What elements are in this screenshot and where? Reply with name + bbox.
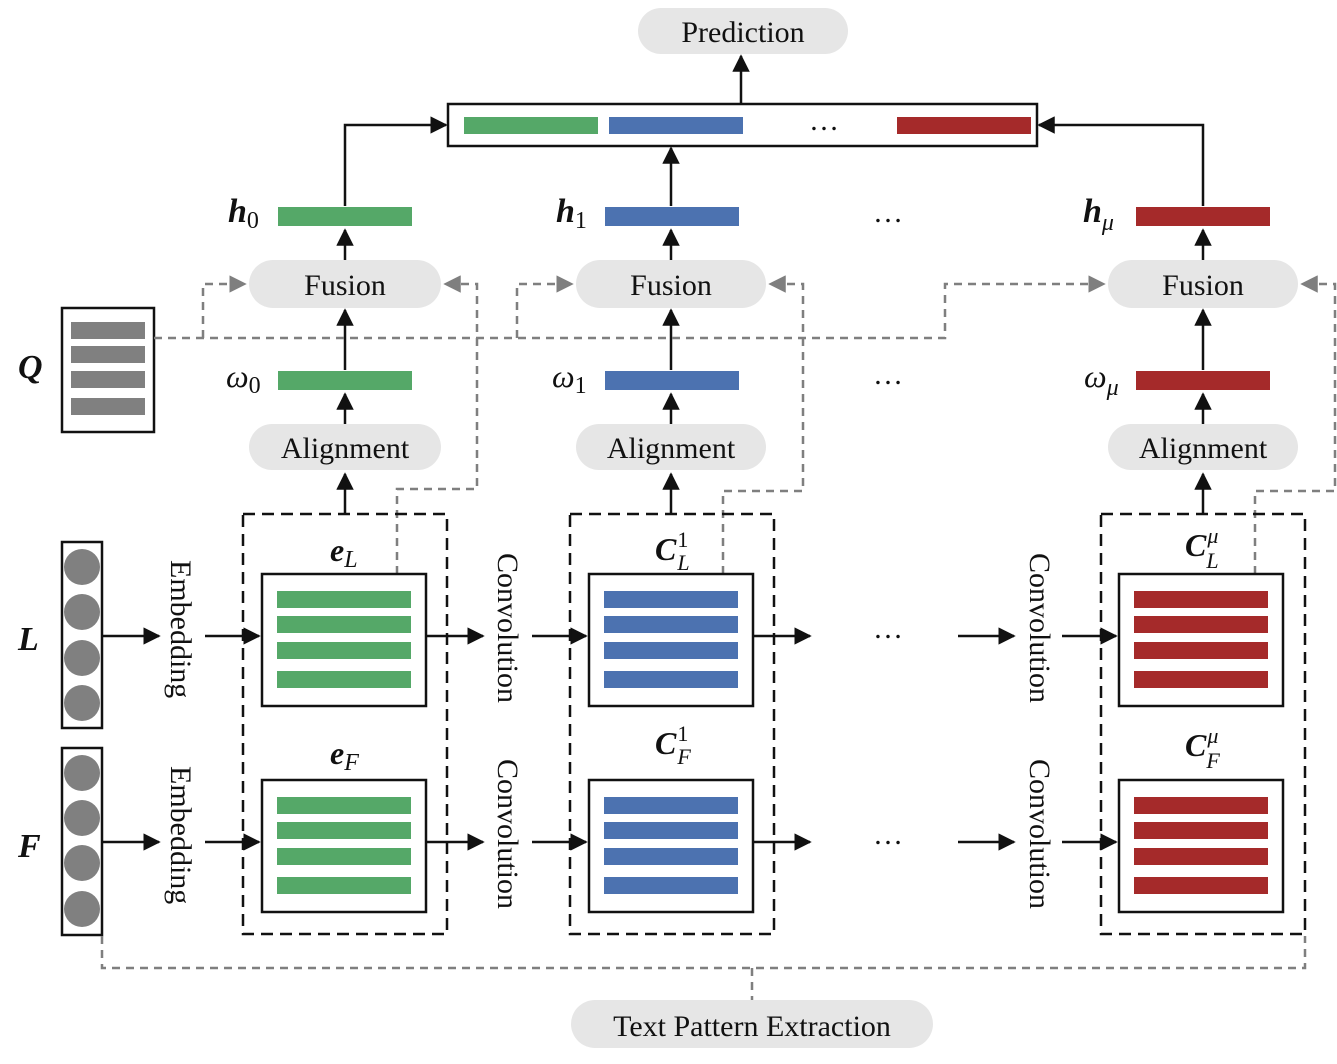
embedding-label-l: Embedding [164,560,197,698]
l-label: L [17,621,39,658]
q-dashed-connections [154,275,1106,340]
f-input-group: F [17,746,104,937]
cmu-f-matrix [1117,778,1285,914]
h0-group: h0 [228,193,412,234]
concat-segment-red [897,117,1031,134]
l-row-ellipsis: … [873,612,903,645]
f-row-ellipsis: … [873,818,903,851]
convolution-label-l-mu: Convolution [1023,553,1056,703]
c1-f-matrix [587,778,755,914]
omega-ellipsis: … [873,358,903,391]
hmu-vector [1136,207,1270,226]
q-label: Q [18,349,43,386]
convolution-label-l-1: Convolution [491,553,524,703]
l-input-group: L [17,540,104,730]
embedding-label-f: Embedding [164,766,197,904]
svg-text:Fusion: Fusion [304,269,386,302]
embedding-stage-box [241,512,449,936]
svg-text:Alignment: Alignment [1139,432,1268,465]
f-label: F [17,828,41,865]
fusion-node-mu: Fusion [1108,260,1298,308]
omega0-vector [278,371,412,390]
prediction-label: Prediction [681,16,804,49]
omegamu-vector [1136,371,1270,390]
cmu-l-matrix [1117,572,1285,708]
alignment-node-0: Alignment [249,424,441,470]
concat-ellipsis: … [809,104,839,137]
alignment-node-1: Alignment [576,424,766,470]
omega1-vector [605,371,739,390]
concatenated-vector: … [446,102,1039,148]
text-pattern-bracket [100,936,1307,1000]
e-l-symbol: eL [330,532,358,573]
omega0-group: ω0 [226,358,412,399]
q-input-group: Q [18,306,156,434]
omega1-group: ω1 [552,358,739,399]
e-f-matrix [260,778,428,914]
fusion-node-0: Fusion [249,260,441,308]
convolution-label-f-mu: Convolution [1023,759,1056,909]
svg-text:Alignment: Alignment [607,432,736,465]
feature-dashed-connections [395,275,1337,574]
arrow-hmu-to-concat [1037,116,1205,206]
alignment-node-mu: Alignment [1108,424,1298,470]
svg-text:Fusion: Fusion [630,269,712,302]
convolution-label-f-1: Convolution [491,759,524,909]
svg-text:Fusion: Fusion [1162,269,1244,302]
svg-text:Text Pattern Extraction: Text Pattern Extraction [613,1010,891,1043]
fusion-node-1: Fusion [576,260,766,308]
prediction-node: Prediction [638,8,848,54]
e-l-matrix [260,572,428,708]
hmu-symbol: hμ [1083,193,1114,236]
h1-vector [605,207,739,226]
convmu-stage-box [1099,512,1307,936]
conv1-stage-box [568,512,776,936]
hmu-group: hμ [1083,193,1270,236]
arrow-h0-to-concat [343,116,448,206]
concat-segment-green [464,117,598,134]
h1-symbol: h1 [556,193,587,234]
h0-symbol: h0 [228,193,259,234]
h-ellipsis: … [873,196,903,229]
h0-vector [278,207,412,226]
omega1-symbol: ω1 [552,358,587,399]
h1-group: h1 [556,193,739,234]
omega0-symbol: ω0 [226,358,261,399]
svg-text:Alignment: Alignment [281,432,410,465]
omegamu-symbol: ωμ [1084,358,1119,401]
c1-l-matrix [587,572,755,708]
concat-segment-blue [609,117,743,134]
text-pattern-extraction-node: Text Pattern Extraction [571,1000,933,1048]
e-f-symbol: eF [330,735,359,776]
omegamu-group: ωμ [1084,358,1270,401]
